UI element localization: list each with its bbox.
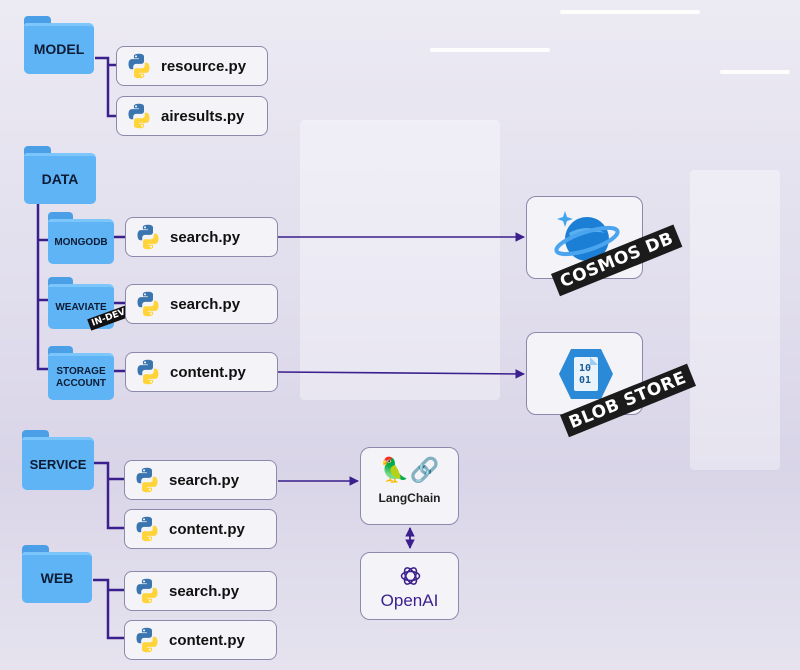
service-folder: SERVICE xyxy=(22,430,94,490)
parrot-chain-icon: 🦜🔗 xyxy=(379,457,440,484)
langchain-label: LangChain xyxy=(378,491,441,505)
python-icon xyxy=(136,467,158,493)
file-web-content-py[interactable]: content.py xyxy=(124,620,277,660)
openai-icon xyxy=(400,567,421,585)
file-name: resource.py xyxy=(161,57,247,75)
file-name: airesults.py xyxy=(161,107,245,125)
model-folder-label: MODEL xyxy=(24,23,94,74)
blob-storage-icon xyxy=(559,349,613,399)
blob-glyph-bottom: 01 xyxy=(579,375,592,386)
mongodb-folder-label: MONGODB xyxy=(48,219,114,264)
file-name: content.py xyxy=(170,363,246,381)
file-service-search-py[interactable]: search.py xyxy=(124,460,277,500)
web-folder-label: WEB xyxy=(22,552,92,603)
python-icon xyxy=(137,291,159,317)
background-ceiling-light xyxy=(430,48,550,52)
storage-account-folder-label: STORAGE ACCOUNT xyxy=(48,353,114,400)
file-airesults-py[interactable]: airesults.py xyxy=(116,96,268,136)
file-name: search.py xyxy=(170,295,241,313)
python-icon xyxy=(137,224,159,250)
file-resource-py[interactable]: resource.py xyxy=(116,46,268,86)
python-icon xyxy=(128,53,150,79)
file-web-search-py[interactable]: search.py xyxy=(124,571,277,611)
python-icon xyxy=(136,516,158,542)
background-ceiling-light xyxy=(560,10,700,14)
storage-account-folder: STORAGE ACCOUNT xyxy=(48,346,114,400)
file-name: search.py xyxy=(170,228,241,246)
openai-label: OpenAI xyxy=(380,591,439,610)
mongodb-folder: MONGODB xyxy=(48,212,114,264)
file-name: content.py xyxy=(169,520,245,538)
blob-glyph-top: 10 xyxy=(579,363,592,374)
python-icon xyxy=(128,103,150,129)
background-server-rack xyxy=(300,120,500,400)
file-name: search.py xyxy=(169,582,240,600)
file-name: search.py xyxy=(169,471,240,489)
file-service-content-py[interactable]: content.py xyxy=(124,509,277,549)
file-storage-content-py[interactable]: content.py xyxy=(125,352,278,392)
service-folder-label: SERVICE xyxy=(22,437,94,490)
python-icon xyxy=(136,627,158,653)
openai-box[interactable]: OpenAI xyxy=(360,552,459,620)
background-server-rack xyxy=(690,170,780,470)
data-folder: DATA xyxy=(24,146,96,204)
file-mongodb-search-py[interactable]: search.py xyxy=(125,217,278,257)
file-name: content.py xyxy=(169,631,245,649)
data-folder-label: DATA xyxy=(24,153,96,204)
model-folder: MODEL xyxy=(24,16,94,74)
web-folder: WEB xyxy=(22,545,92,603)
background-ceiling-light xyxy=(720,70,790,74)
file-weaviate-search-py[interactable]: search.py xyxy=(125,284,278,324)
python-icon xyxy=(136,578,158,604)
langchain-box[interactable]: 🦜🔗 LangChain xyxy=(360,447,459,525)
python-icon xyxy=(137,359,159,385)
